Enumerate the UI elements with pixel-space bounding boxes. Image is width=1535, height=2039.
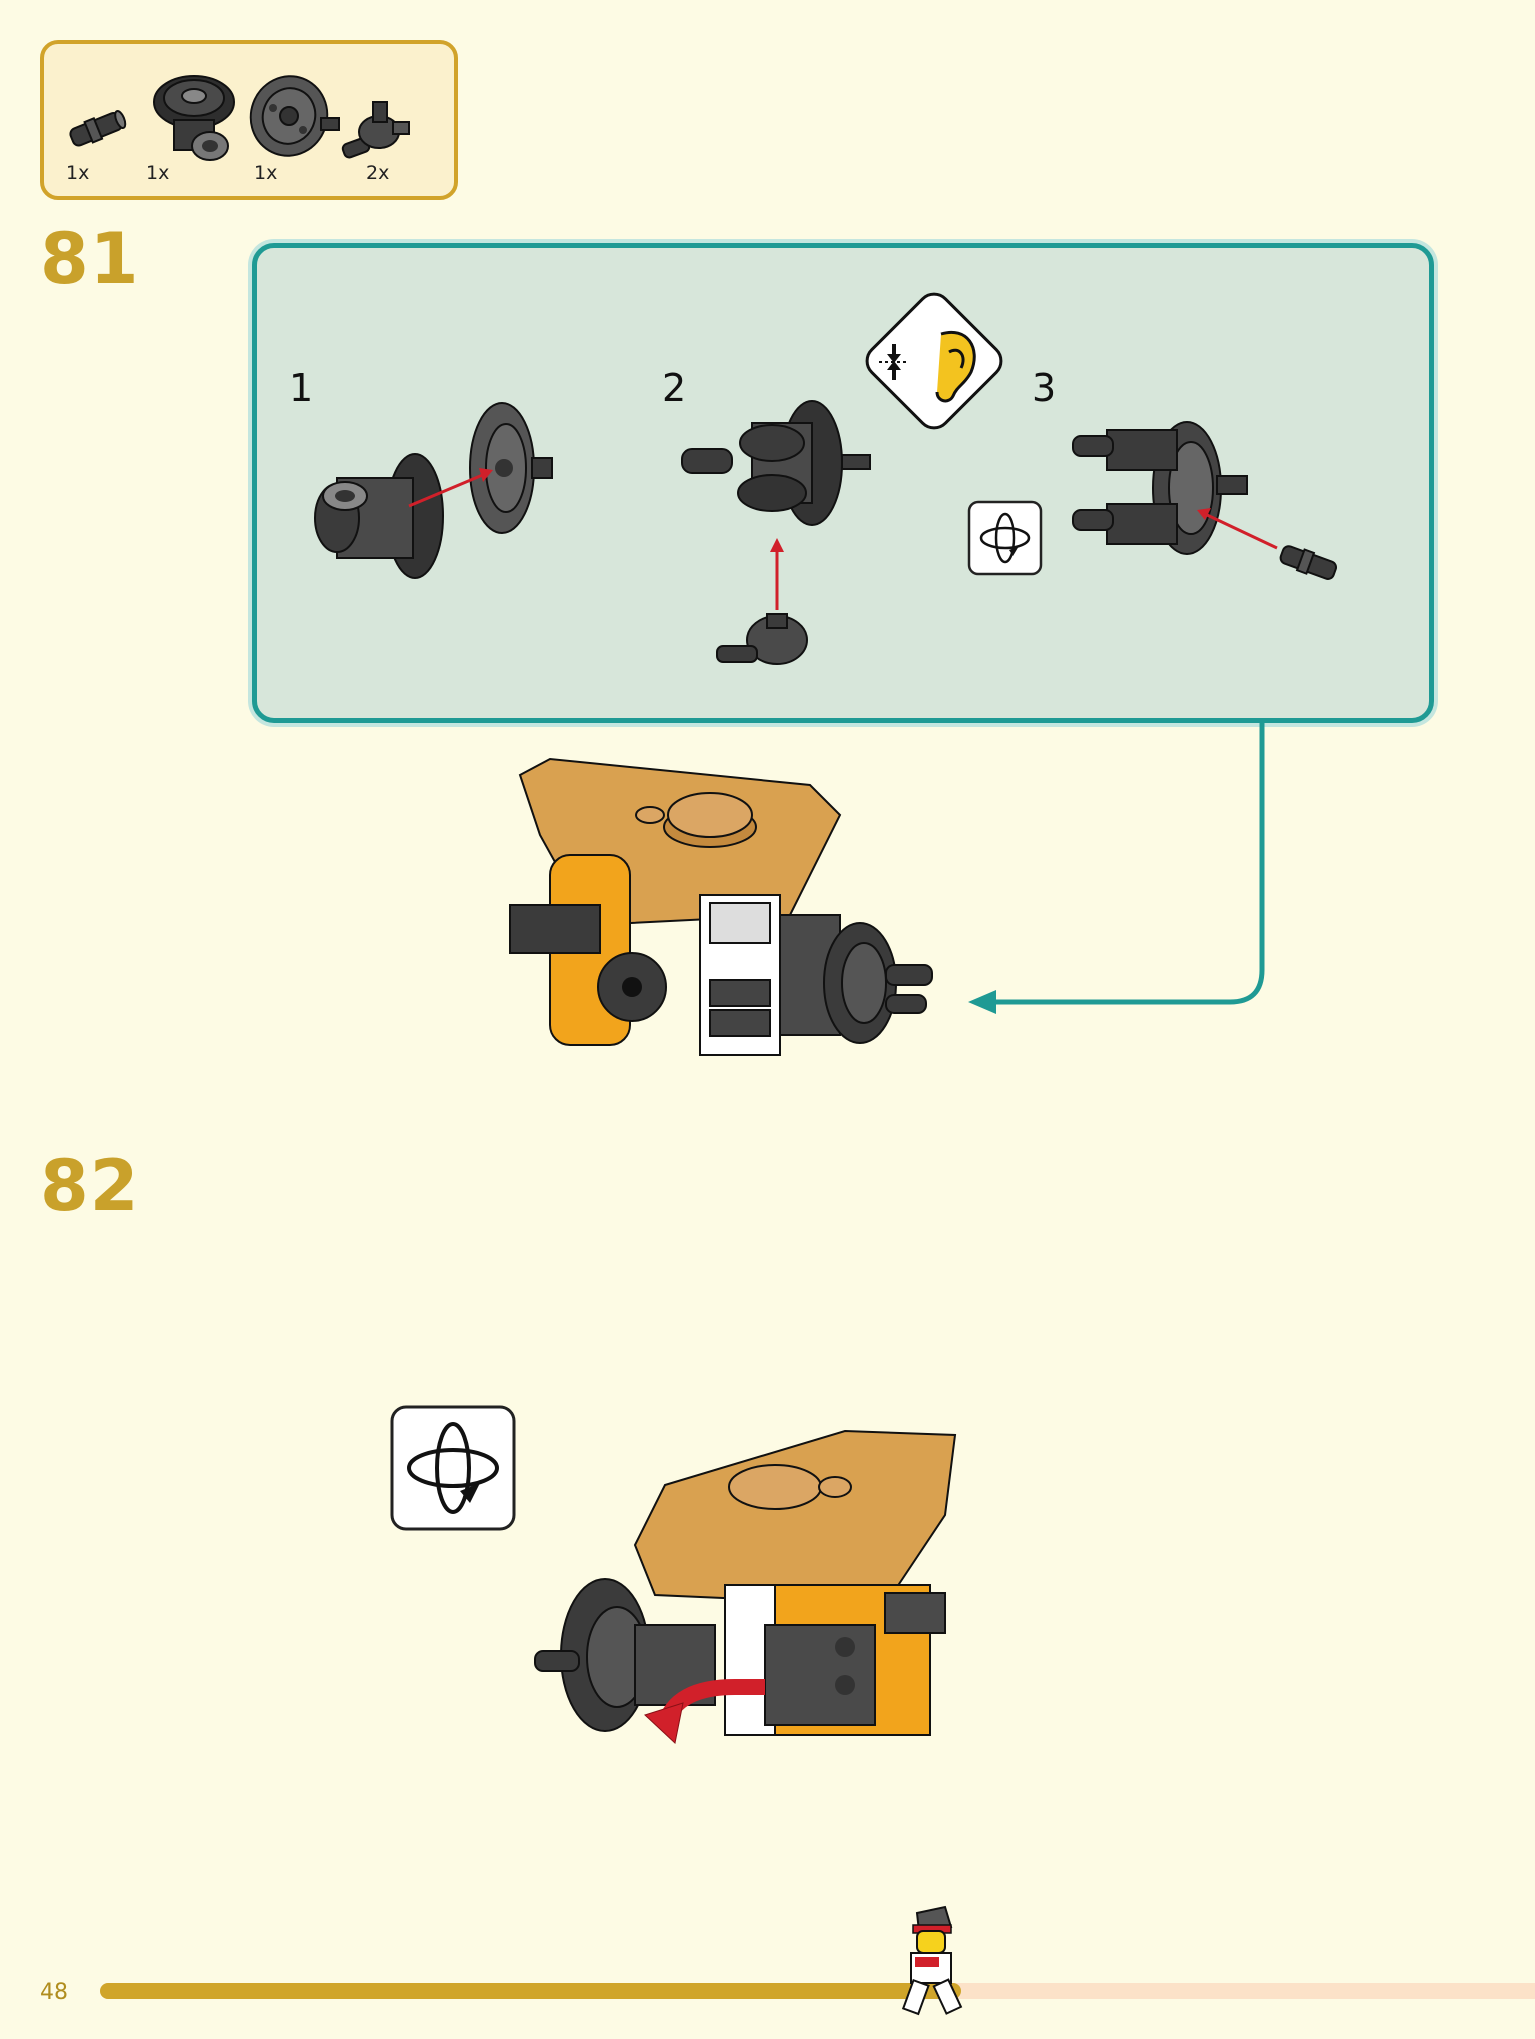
parts-list-box: 1x 1x 1x 2x bbox=[40, 40, 458, 200]
click-sound-icon bbox=[865, 292, 1003, 430]
axle-connector-icon bbox=[341, 101, 410, 159]
step-81-model-illustration bbox=[509, 757, 933, 1056]
substep-2-number: 2 bbox=[662, 366, 687, 410]
substep-3-connector-peg bbox=[1279, 545, 1338, 580]
substep-3-assembly bbox=[1072, 421, 1248, 555]
progress-bar-fill bbox=[100, 1983, 961, 1999]
substep-illustrations bbox=[314, 400, 1338, 665]
substep-2-axle-connector bbox=[716, 613, 808, 665]
progress-bar-track bbox=[100, 1983, 1535, 1999]
rotate-model-icon bbox=[967, 500, 1043, 576]
substep-3-number: 3 bbox=[1032, 366, 1057, 410]
substep-1-number: 1 bbox=[289, 366, 314, 410]
rotor-bearing-icon bbox=[153, 75, 235, 161]
ninja-minifigure-icon bbox=[901, 1905, 963, 2016]
qty-axle-connector: 2x bbox=[366, 162, 390, 184]
substep-2-assembly bbox=[681, 400, 871, 526]
substep-1-rotor-part bbox=[314, 453, 444, 579]
qty-rotor-bearing: 1x bbox=[146, 162, 170, 184]
page-number: 48 bbox=[40, 1980, 68, 2005]
step-81-subassembly-panel: 1 2 3 bbox=[252, 243, 1434, 723]
step-82-model-illustration bbox=[534, 1429, 957, 1744]
substep-1-wheel-part bbox=[469, 402, 553, 534]
step-82-number: 82 bbox=[40, 1145, 140, 1227]
connector-peg-icon bbox=[69, 110, 127, 147]
qty-wheel-hub: 1x bbox=[254, 162, 278, 184]
step-81-number: 81 bbox=[40, 218, 140, 300]
wheel-hub-icon bbox=[249, 75, 340, 157]
parts-list-illustrations bbox=[69, 75, 410, 161]
rotate-model-icon-large bbox=[390, 1405, 516, 1531]
qty-connector-peg: 1x bbox=[66, 162, 90, 184]
